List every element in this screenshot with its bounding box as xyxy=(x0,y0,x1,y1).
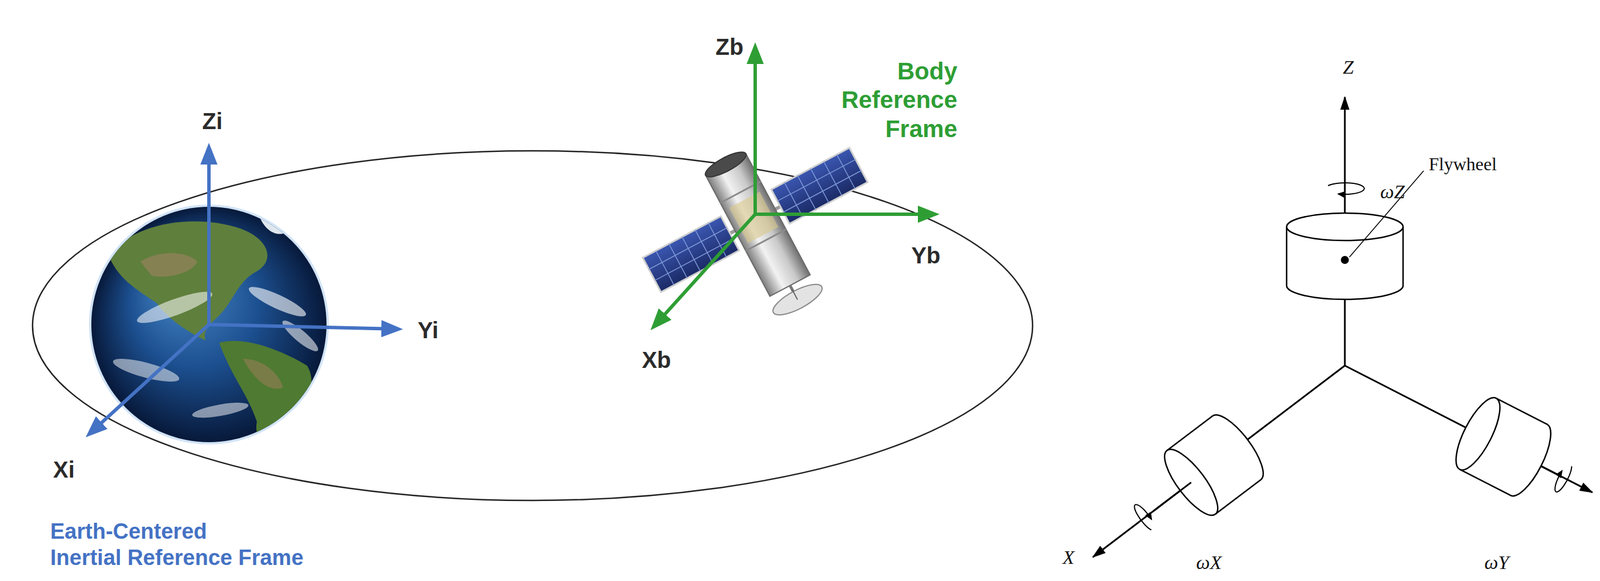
axis-arrow xyxy=(89,324,209,434)
axis-arrow xyxy=(207,147,211,325)
rotation-arrow xyxy=(1131,501,1157,531)
frame-title: Earth-Centered Inertial Reference Frame xyxy=(50,518,306,571)
axis-segment xyxy=(1153,481,1191,511)
panel-grid xyxy=(771,147,868,224)
axis-segment xyxy=(1541,465,1559,475)
land-desert xyxy=(140,252,198,277)
body-cap xyxy=(702,147,749,182)
flywheel-z xyxy=(1286,97,1404,366)
leader-line xyxy=(1349,170,1424,257)
panel-grid xyxy=(642,215,740,292)
cloud xyxy=(279,316,322,356)
axis-label: Xi xyxy=(53,456,75,483)
axis-label: Zi xyxy=(202,107,223,135)
axis-arrow xyxy=(653,214,756,327)
antenna-dish xyxy=(768,278,826,321)
axis-label: Xb xyxy=(641,346,671,373)
flywheel-face xyxy=(1286,212,1404,241)
rate-label: ωY xyxy=(1484,550,1510,574)
axis-label: Yi xyxy=(417,316,439,344)
solar-panel-left xyxy=(642,215,740,292)
satellite-body xyxy=(705,153,810,296)
cloud xyxy=(134,285,215,329)
dish-feed xyxy=(792,289,798,300)
frame-title: Body Reference Frame xyxy=(841,57,958,144)
axis-label: Yb xyxy=(911,242,941,269)
wrap-spacer xyxy=(210,518,306,532)
axis-label: Z xyxy=(1343,55,1354,79)
rate-label: ωZ xyxy=(1380,180,1405,203)
axis-arrow xyxy=(755,212,935,216)
flywheel-face xyxy=(1447,391,1509,475)
flywheel-x xyxy=(1068,333,1369,581)
south-america xyxy=(219,340,312,441)
solar-panel-right xyxy=(771,147,868,224)
rotation-arrow xyxy=(1328,182,1365,195)
satellite xyxy=(619,103,906,363)
north-america xyxy=(109,220,268,341)
part-label: Flywheel xyxy=(1428,153,1497,175)
flywheel-y xyxy=(1326,329,1600,528)
axis-label: X xyxy=(1062,545,1075,568)
orbit-ellipse xyxy=(32,150,1033,501)
land-highland xyxy=(243,358,284,389)
axis-label: Zb xyxy=(715,33,744,60)
rotation-arrow xyxy=(1552,462,1574,494)
flywheel-dot xyxy=(1340,255,1349,264)
axis-arrow xyxy=(1093,365,1345,557)
greenland xyxy=(257,209,290,235)
inertial-axes xyxy=(89,147,399,434)
cloud xyxy=(191,399,250,421)
axis-arrow xyxy=(753,46,757,215)
cloud xyxy=(246,281,309,321)
flywheel-face xyxy=(1155,441,1227,523)
rate-label: ωX xyxy=(1196,550,1223,574)
axis-arrow xyxy=(208,324,399,329)
